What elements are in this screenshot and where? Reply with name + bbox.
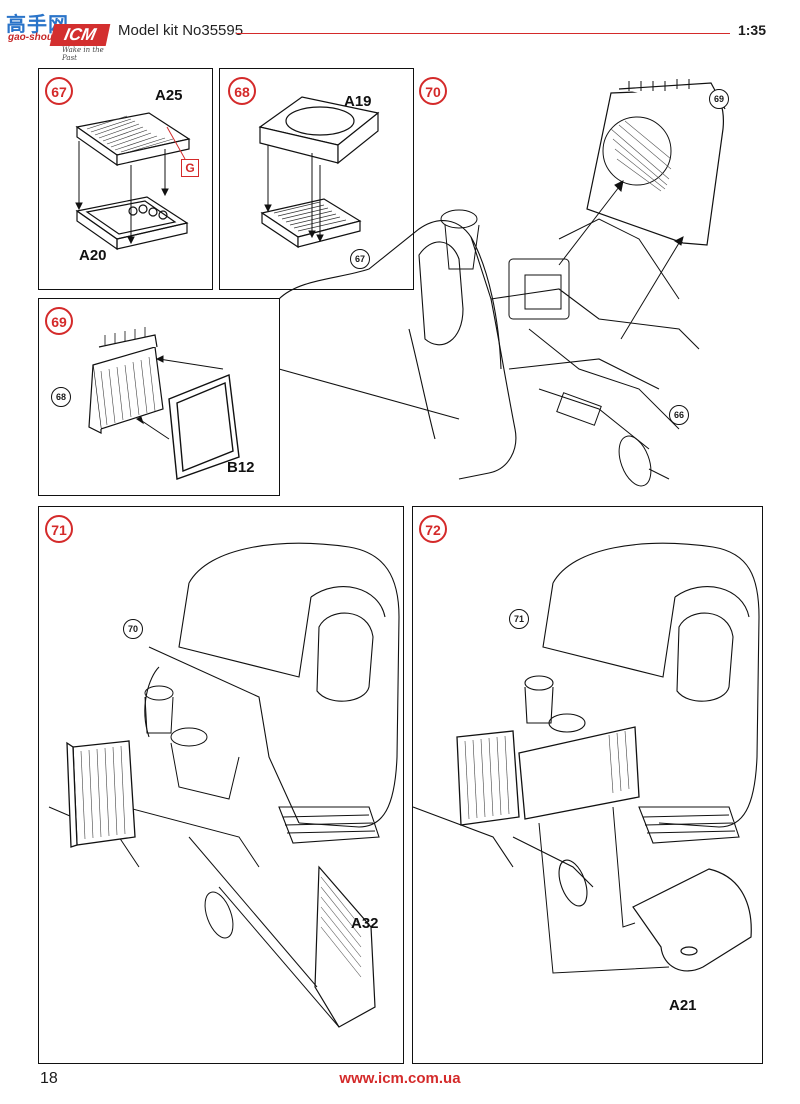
part-label-a32: A32 — [351, 915, 379, 932]
kit-title: Model kit No35595 — [118, 22, 244, 39]
step-67-diagram — [75, 112, 191, 251]
brand-tagline: Wake in the Past — [62, 46, 104, 62]
step-number-badge: 68 — [228, 77, 256, 105]
step-panel-71: 71 70 A32 — [38, 506, 404, 1064]
part-label-b12: B12 — [227, 459, 255, 476]
scale-label: 1:35 — [737, 22, 766, 38]
ref-step-badge: 67 — [350, 249, 370, 269]
watermark-site-text: gao-shou.com — [8, 32, 77, 43]
ref-step-badge: 68 — [51, 387, 71, 407]
step-number-badge: 67 — [45, 77, 73, 105]
ref-step-badge: 70 — [123, 619, 143, 639]
step-number-badge: 71 — [45, 515, 73, 543]
step-panel-69: 69 68 B12 — [38, 298, 280, 496]
step-72-diagram — [412, 542, 760, 974]
step-71-diagram — [48, 542, 400, 1028]
step-70-diagram — [278, 79, 726, 487]
step-number-badge: 69 — [45, 307, 73, 335]
step-68-diagram — [258, 96, 380, 249]
ref-step-badge: 66 — [669, 405, 689, 425]
header-rule — [236, 33, 730, 34]
step-number-badge: 72 — [419, 515, 447, 543]
step-panel-67: 67 A25 A20 G — [38, 68, 213, 290]
step-panel-72: 72 71 A21 — [412, 506, 763, 1064]
site-watermark-logo: 高手网 gao-shou.com ICM Wake in the Past — [6, 8, 111, 62]
page-number: 18 — [40, 1070, 58, 1087]
step-panel-68: 68 A19 67 — [219, 68, 414, 290]
part-label-a21: A21 — [669, 997, 697, 1014]
part-label-a19: A19 — [344, 93, 372, 110]
part-label-a20: A20 — [79, 247, 107, 264]
ref-step-badge: 69 — [709, 89, 729, 109]
website-link[interactable]: www.icm.com.ua — [339, 1070, 461, 1087]
ref-step-badge: 71 — [509, 609, 529, 629]
step-panel-70: 70 69 66 — [38, 68, 763, 496]
paint-code-badge: G — [181, 159, 199, 177]
step-69-diagram — [88, 327, 240, 480]
icm-brand-logo: ICM — [49, 24, 111, 46]
part-label-a25: A25 — [155, 87, 183, 104]
step-number-badge: 70 — [419, 77, 447, 105]
